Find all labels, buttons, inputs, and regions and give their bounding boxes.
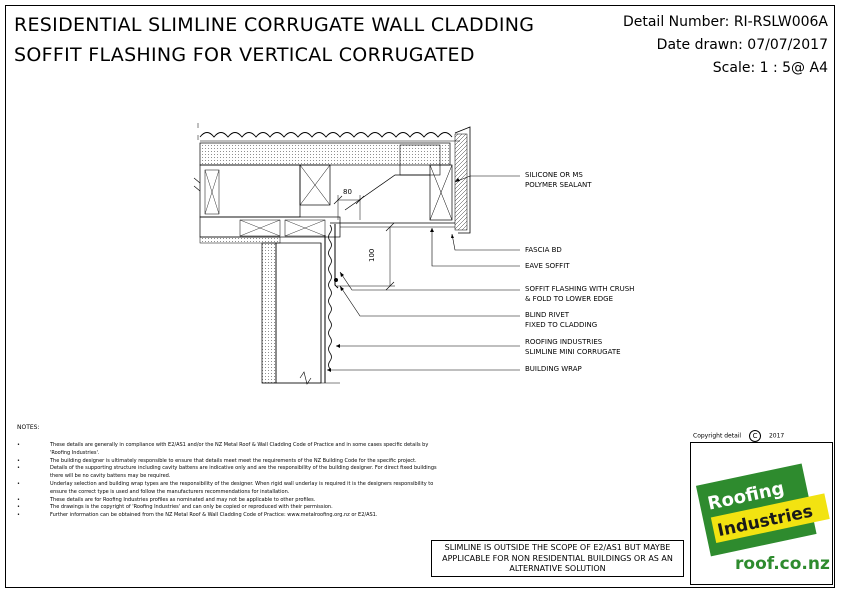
scale: Scale: 1 : 5@ A4 (712, 60, 828, 76)
title-line-2: SOFFIT FLASHING FOR VERTICAL CORRUGATED (14, 44, 475, 66)
callout-fascia: FASCIA BD (525, 246, 562, 254)
callout-building-wrap: BUILDING WRAP (525, 365, 582, 373)
logo-box: Roofing Industries roof.co.nz (690, 442, 833, 585)
callout-soffit-flashing: SOFFIT FLASHING WITH CRUSH& FOLD TO LOWE… (525, 285, 635, 303)
note-item: Details of the supporting structure incl… (17, 465, 437, 481)
roofing-industries-logo: Roofing Industries roof.co.nz (695, 463, 830, 574)
copyright-line: Copyright detail C 2017 (693, 430, 784, 442)
note-item: The drawings is the copyright of 'Roofin… (17, 504, 437, 512)
notes-list: These details are generally in complianc… (17, 442, 437, 520)
dim-horizontal: 80 (343, 188, 352, 196)
note-item: These details are generally in complianc… (17, 442, 437, 458)
roof-corrugate (199, 132, 453, 138)
drawing-frame (5, 5, 835, 588)
copyright-label: Copyright detail (693, 432, 742, 440)
date-drawn: Date drawn: 07/07/2017 (656, 37, 828, 53)
dim-vertical: 100 (368, 249, 376, 262)
vertical-corrugate (328, 224, 332, 370)
copyright-icon: C (749, 430, 762, 442)
callout-eave-soffit: EAVE SOFFIT (525, 262, 570, 270)
note-item: Underlay selection and building wrap typ… (17, 481, 437, 497)
detail-number: Detail Number: RI-RSLW006A (622, 14, 828, 30)
notes-title: NOTES: (17, 424, 40, 431)
title-line-1: RESIDENTIAL SLIMLINE CORRUGATE WALL CLAD… (14, 14, 535, 36)
svg-text:roof.co.nz: roof.co.nz (735, 554, 830, 574)
leader-lines (327, 175, 520, 371)
note-item: These details are for Roofing Industries… (17, 497, 437, 505)
disclaimer: SLIMLINE IS OUTSIDE THE SCOPE OF E2/AS1 … (431, 540, 684, 577)
copyright-year: 2017 (768, 432, 785, 440)
note-item: Further information can be obtained from… (17, 512, 437, 520)
note-item: The building designer is ultimately resp… (17, 458, 437, 466)
